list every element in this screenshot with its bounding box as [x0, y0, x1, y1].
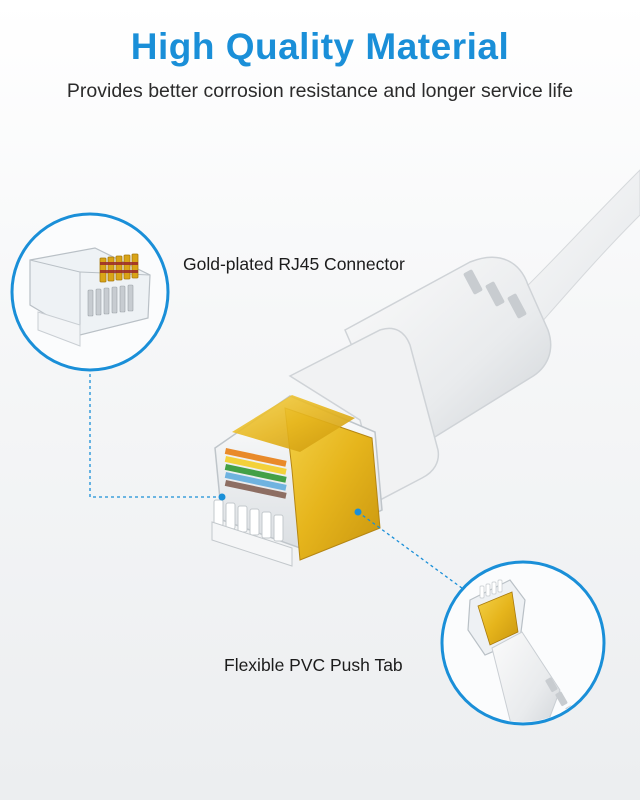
detail-circle-connector: [10, 212, 170, 372]
rj45-plug: [211, 395, 383, 567]
subheadline: Provides better corrosion resistance and…: [66, 80, 574, 102]
inner-wires: [224, 448, 287, 499]
connector-boot: [288, 256, 552, 502]
detail-circle-push-tab: [440, 560, 606, 726]
headline: High Quality Material: [130, 26, 510, 67]
callout-label-connector: Gold-plated RJ45 Connector: [183, 254, 405, 274]
callout-label-push-tab: Flexible PVC Push Tab: [224, 655, 403, 675]
callout-lines: [89, 368, 471, 595]
